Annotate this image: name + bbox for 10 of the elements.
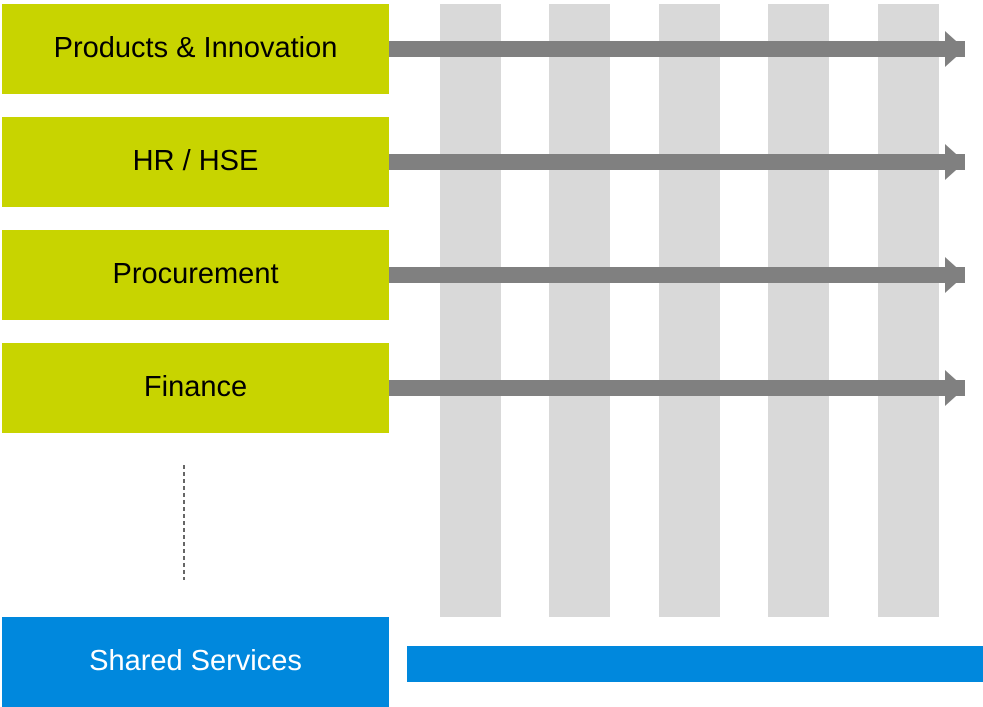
label-box: Finance	[2, 343, 389, 433]
arrow	[389, 257, 965, 293]
arrow	[389, 144, 965, 180]
label-box: Procurement	[2, 230, 389, 320]
label-box: HR / HSE	[2, 117, 389, 207]
arrow	[389, 31, 965, 67]
label-box: Shared Services	[2, 617, 389, 707]
arrow	[389, 370, 965, 406]
horizontal-bar	[407, 646, 983, 682]
label-box: Products & Innovation	[2, 4, 389, 94]
